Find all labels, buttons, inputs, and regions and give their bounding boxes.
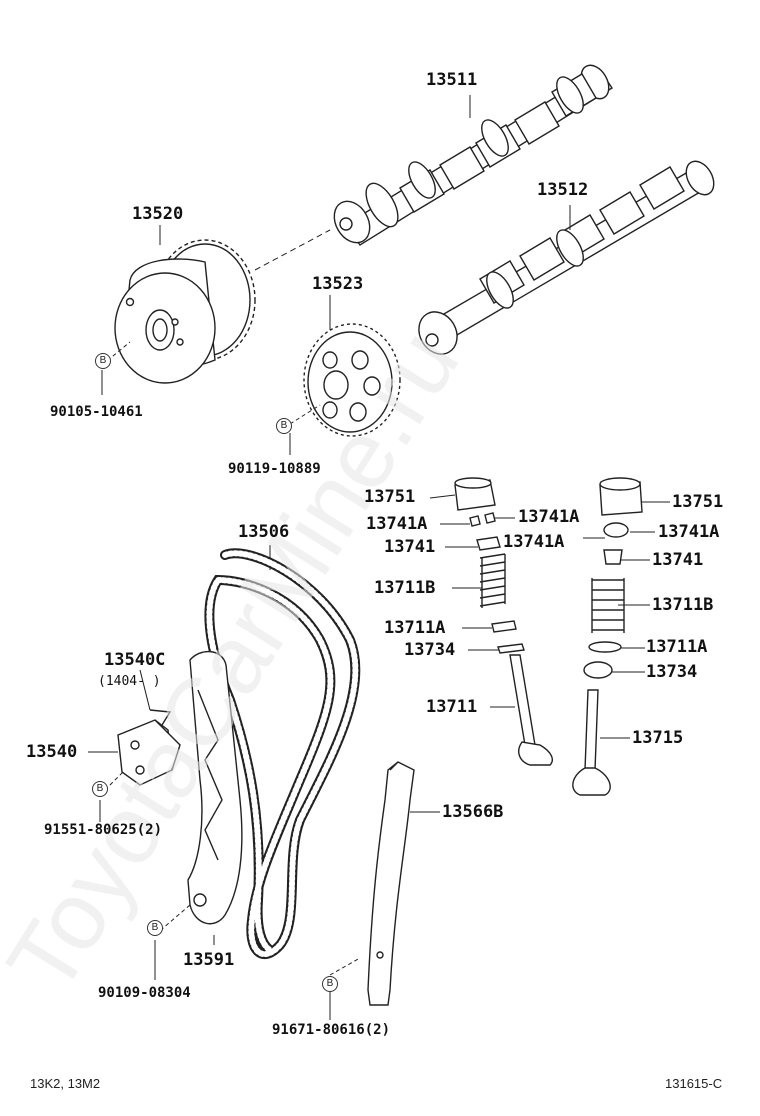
label-valve-intake: 13711 [426,697,478,717]
label-cam-timing-gear: 13520 [132,204,184,224]
label-retainer-left: 13741 [384,537,436,557]
label-camshaft-intake: 13511 [426,70,478,90]
label-keeper-right: 13741A [658,522,720,542]
label-seat-right: 13711A [646,637,708,657]
chain-slipper-drawing [187,650,243,925]
label-spring-left: 13711B [374,578,436,598]
label-keeper-left-a: 13741A [366,514,428,534]
camshaft-intake-drawing [333,64,613,246]
label-keeper-left-b: 13741A [518,507,580,527]
label-chain-damper: 13566B [442,802,504,822]
label-valve-exhaust: 13715 [632,728,684,748]
label-tensioner: 13540 [26,742,78,762]
label-bolt-slipper: 90109-08304 [98,985,191,1001]
label-camshaft-exhaust: 13512 [537,180,589,200]
label-seat-left: 13711A [384,618,446,638]
label-tensioner-gasket-note: (1404- ) [98,674,161,689]
label-bolt-sprocket: 90119-10889 [228,461,321,477]
label-spring-right: 13711B [652,595,714,615]
figure-code: 131615-C [665,1076,723,1091]
label-bolt-gear: 90105-10461 [50,404,143,420]
label-seal-right: 13734 [646,662,698,682]
bolt-marker-tensioner: B [92,781,108,797]
chain-damper-drawing [367,761,415,1006]
cam-sprocket-drawing [303,323,401,437]
camshaft-exhaust-drawing [418,160,715,355]
label-lifter-right: 13751 [672,492,724,512]
label-cam-sprocket: 13523 [312,274,364,294]
cam-timing-gear-drawing [114,239,256,384]
label-bolt-tensioner: 91551-80625(2) [44,822,163,838]
label-chain-slipper: 13591 [183,950,235,970]
label-retainer-right: 13741 [652,550,704,570]
label-seal-left: 13734 [404,640,456,660]
label-keeper-mid: 13741A [503,532,565,552]
label-lifter-left: 13751 [364,487,416,507]
label-tensioner-gasket: 13540C [104,650,166,670]
bolt-marker-damper: B [322,976,338,992]
label-chain: 13506 [238,522,290,542]
label-bolt-damper: 91671-80616(2) [272,1022,391,1038]
bolt-marker-sprocket: B [276,418,292,434]
bolt-marker-slipper: B [147,920,163,936]
bolt-marker-gear: B [95,353,111,369]
timing-chain-drawing [204,548,361,960]
engine-codes: 13K2, 13M2 [30,1076,101,1091]
valve-train-left-drawing [454,477,553,766]
tensioner-drawing [117,709,181,786]
valve-train-right-drawing [572,477,643,796]
